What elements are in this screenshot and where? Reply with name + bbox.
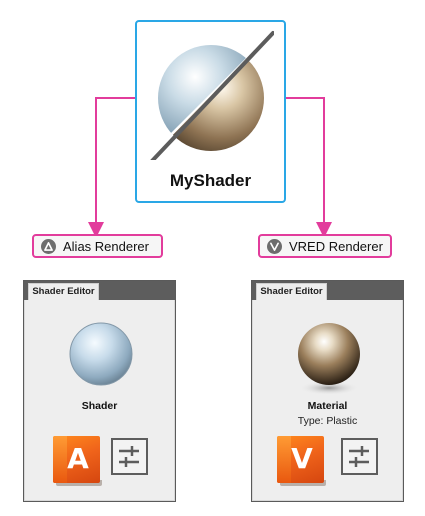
vred-app-letter: V (291, 442, 313, 475)
shader-sphere-preview[interactable] (67, 320, 135, 388)
shader-item-name: Shader (81, 400, 118, 412)
shader-editor-tab[interactable]: Shader Editor (28, 283, 99, 300)
sliders-settings-icon[interactable] (111, 438, 148, 475)
material-sphere-preview[interactable] (291, 320, 367, 398)
vred-badge-icon (267, 238, 282, 254)
panel-body: Material Type: Plastic V (252, 300, 403, 501)
shader-card: MyShader (135, 20, 286, 203)
panel-titlebar: Shader Editor (24, 281, 175, 300)
material-item-name: Material (307, 400, 348, 412)
alias-app-icon[interactable]: A (53, 436, 102, 486)
alias-renderer-label: Alias Renderer (32, 234, 163, 258)
alias-renderer-text: Alias Renderer (63, 238, 149, 254)
sliders-settings-icon[interactable] (341, 438, 378, 475)
shader-name: MyShader (169, 171, 252, 190)
vred-app-icon[interactable]: V (277, 436, 326, 486)
arrow-to-vred (286, 97, 332, 238)
panel-body: Shader A (24, 300, 175, 501)
vred-renderer-label: VRED Renderer (258, 234, 392, 258)
vred-shader-editor-panel: Shader Editor Material Type: Plastic (251, 280, 404, 502)
vred-renderer-text: VRED Renderer (289, 238, 383, 254)
panel-titlebar: Shader Editor (252, 281, 403, 300)
arrow-to-alias (88, 97, 135, 238)
alias-app-letter: A (67, 442, 89, 475)
alias-shader-editor-panel: Shader Editor Shader A (23, 280, 176, 502)
alias-badge-icon (41, 238, 56, 254)
shader-editor-tab[interactable]: Shader Editor (256, 283, 327, 300)
material-type: Type: Plastic (297, 415, 358, 427)
split-sphere-icon (150, 31, 274, 160)
